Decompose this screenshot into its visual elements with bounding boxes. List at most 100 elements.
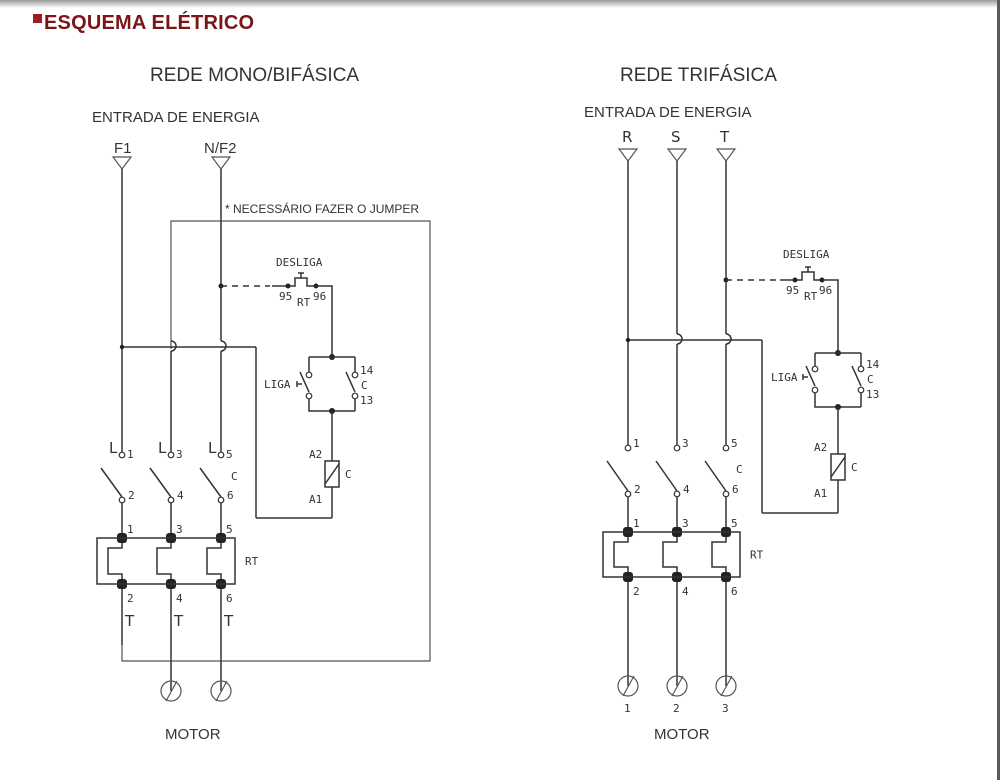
tri-relay-label: RT [750, 549, 764, 562]
mono-input-terminal-nf2-icon [210, 156, 232, 170]
mono-line-letter: L [109, 439, 118, 457]
mono-aux-contact-bottom: 13 [360, 394, 373, 407]
title-bullet-icon [33, 14, 42, 23]
tri-line-number: 1 [633, 437, 640, 450]
window-top-edge [0, 0, 1000, 8]
mono-relay-in-number: 5 [226, 523, 233, 536]
tri-start-button-label: LIGA [771, 371, 798, 384]
page-title: ESQUEMA ELÉTRICO [33, 12, 254, 35]
tri-line-terminal [673, 444, 681, 452]
mono-aux-contact-top: 14 [360, 364, 374, 377]
tri-overload-in: 95 [786, 284, 799, 297]
mono-jumper-wire [121, 220, 431, 662]
tri-aux-contact-label: C [867, 373, 874, 386]
tri-thermal-element-icon [711, 532, 727, 577]
tri-contactor-out-terminal [673, 490, 681, 498]
mono-line-terminal [118, 451, 126, 459]
mono-phase-nf2: N/F2 [204, 140, 237, 157]
tri-motor-label: MOTOR [654, 726, 710, 743]
mono-contactor-out-terminal [217, 496, 225, 504]
tri-line-number: 5 [731, 437, 738, 450]
mono-motor-terminal-slash [215, 680, 228, 702]
tri-contactor-out-terminal [624, 490, 632, 498]
mono-relay-label: RT [245, 555, 259, 568]
mono-contactor-out-terminal [118, 496, 126, 504]
tri-stop-button-label: DESLIGA [783, 248, 830, 261]
tri-motor-terminal-slash [671, 675, 684, 697]
mono-line-terminal [217, 451, 225, 459]
mono-thermal-element-icon [206, 538, 222, 584]
tri-line-terminal [722, 444, 730, 452]
mono-line-number: 1 [127, 448, 134, 461]
mono-contactor-out-number: 2 [128, 489, 135, 502]
mono-crossover [170, 340, 177, 352]
tri-contactor-out-terminal [722, 490, 730, 498]
mono-contactor-pole-icon [199, 467, 222, 498]
mono-crossover [220, 340, 227, 352]
window-right-edge [997, 0, 1000, 780]
mono-line-terminal [167, 451, 175, 459]
mono-aux-contact-label: C [361, 379, 368, 392]
tri-contactor-out-number: 4 [683, 483, 690, 496]
mono-load-terminal-letter: T [173, 612, 184, 630]
mono-thermal-relay-frame [96, 537, 236, 585]
tri-input-terminal-r-icon [617, 148, 639, 162]
mono-overload-out: 96 [313, 290, 326, 303]
mono-jumper-note: * NECESSÁRIO FAZER O JUMPER [225, 201, 419, 216]
mono-relay-out-number: 4 [176, 592, 183, 605]
mono-overload-label: RT [297, 296, 311, 309]
tri-aux-contact-bottom: 13 [866, 388, 879, 401]
tri-coil-bottom: A1 [814, 487, 827, 500]
mono-line-number: 5 [226, 448, 233, 461]
tri-coil-label: C [851, 461, 858, 474]
tri-contactor-label: C [736, 463, 743, 476]
tri-phase-r: R [622, 128, 632, 146]
tri-phase-s: S [671, 128, 681, 146]
tri-aux-contact-top: 14 [866, 358, 880, 371]
mono-line-letter: L [158, 439, 167, 457]
tri-contactor-out-number: 2 [634, 483, 641, 496]
mono-line-letter: L [208, 439, 217, 457]
tri-relay-in-number: 5 [731, 517, 738, 530]
mono-aux-contact-icon [345, 371, 356, 393]
mono-stop-button-label: DESLIGA [276, 256, 323, 269]
tri-thermal-element-icon [613, 532, 629, 577]
tri-thermal-element-icon [662, 532, 678, 577]
tri-diagram: REDE TRIFÁSICA ENTRADA DE ENERGIA R S T … [584, 65, 880, 514]
mono-motor-terminal-icon [160, 680, 182, 702]
tri-contactor-pole-icon [655, 460, 678, 492]
tri-contactor-out-number: 6 [732, 483, 739, 496]
mono-start-button-icon [299, 371, 310, 393]
mono-relay-in-number: 3 [176, 523, 183, 536]
tri-motor-terminal-icon [715, 675, 737, 697]
mono-relay-out-number: 2 [127, 592, 134, 605]
mono-line-number: 3 [176, 448, 183, 461]
tri-motor-terminal-icon [666, 675, 688, 697]
mono-coil-bottom: A1 [309, 493, 322, 506]
mono-heading: REDE MONO/BIFÁSICA [150, 65, 359, 86]
tri-motor-terminal-number: 1 [624, 702, 631, 715]
mono-relay-in-number: 1 [127, 523, 134, 536]
tri-relay-out-number: 6 [731, 585, 738, 598]
tri-relay-out-number: 2 [633, 585, 640, 598]
mono-contactor-out-terminal [167, 496, 175, 504]
mono-coil-top: A2 [309, 448, 322, 461]
tri-thermal-relay-frame [602, 531, 741, 578]
tri-aux-contact-icon [851, 365, 862, 387]
mono-contactor-pole-icon [149, 467, 172, 498]
tri-motor-terminal-number: 2 [673, 702, 680, 715]
mono-contactor-pole-icon [100, 467, 123, 498]
mono-load-terminal-letter: T [124, 612, 135, 630]
mono-thermal-element-icon [156, 538, 172, 584]
tri-coil-top: A2 [814, 441, 827, 454]
mono-coil-label: C [345, 468, 352, 481]
tri-relay-out-number: 4 [682, 585, 689, 598]
tri-start-button-icon [805, 365, 816, 387]
tri-motor-terminal-slash [720, 675, 733, 697]
page-title-text: ESQUEMA ELÉTRICO [44, 12, 255, 34]
tri-heading: REDE TRIFÁSICA [620, 65, 777, 86]
tri-input-terminal-s-icon [666, 148, 688, 162]
tri-line-terminal [624, 444, 632, 452]
